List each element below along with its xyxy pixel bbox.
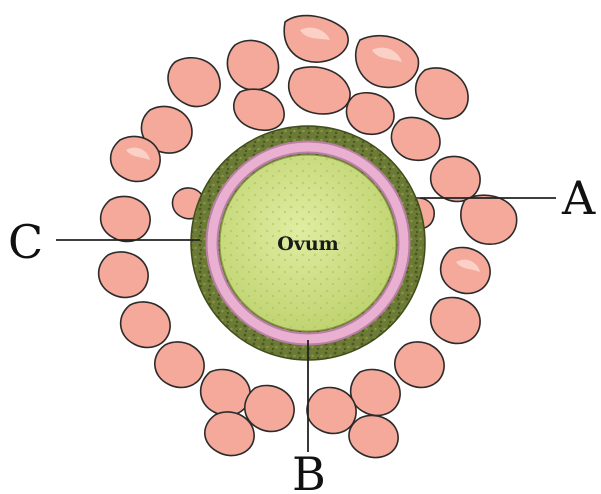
callout-b: B xyxy=(292,447,326,494)
ovum-label: Ovum xyxy=(277,233,339,255)
callout-c: C xyxy=(8,215,43,269)
callout-a: A xyxy=(561,171,596,225)
